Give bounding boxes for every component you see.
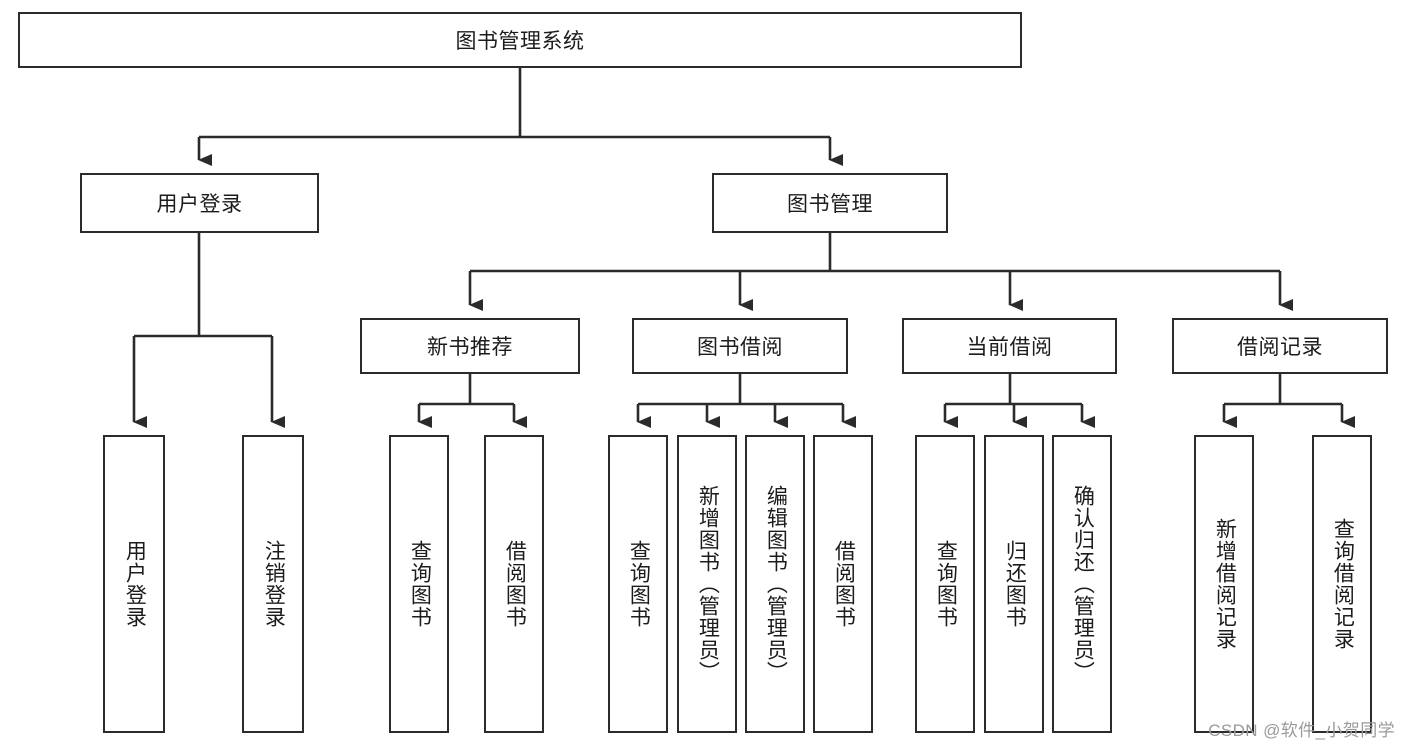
node-leaf-borrow-book-2-label: 借阅图书 xyxy=(832,540,856,628)
node-leaf-user-logout[interactable]: 注销登录 xyxy=(242,435,304,733)
node-borrow-record[interactable]: 借阅记录 xyxy=(1172,318,1388,374)
node-user-login[interactable]: 用户登录 xyxy=(80,173,319,233)
node-leaf-add-book[interactable]: 新增图书（管理员） xyxy=(677,435,737,733)
node-new-book-recommend-label: 新书推荐 xyxy=(427,336,513,359)
node-leaf-user-login-label: 用户登录 xyxy=(123,540,147,628)
node-book-manage[interactable]: 图书管理 xyxy=(712,173,948,233)
node-leaf-add-record-label: 新增借阅记录 xyxy=(1213,518,1237,650)
node-book-borrow-label: 图书借阅 xyxy=(697,336,783,359)
csdn-watermark: CSDN @软件_小贺同学 xyxy=(1208,721,1395,740)
node-current-borrow-label: 当前借阅 xyxy=(966,336,1053,359)
node-leaf-edit-book[interactable]: 编辑图书（管理员） xyxy=(745,435,805,733)
node-leaf-edit-book-label: 编辑图书（管理员） xyxy=(764,485,788,683)
node-leaf-return-book[interactable]: 归还图书 xyxy=(984,435,1044,733)
node-leaf-user-login[interactable]: 用户登录 xyxy=(103,435,165,733)
node-leaf-query-book-2[interactable]: 查询图书 xyxy=(608,435,668,733)
node-book-borrow[interactable]: 图书借阅 xyxy=(632,318,848,374)
node-leaf-add-record[interactable]: 新增借阅记录 xyxy=(1194,435,1254,733)
node-leaf-return-book-label: 归还图书 xyxy=(1003,540,1027,628)
node-leaf-query-book-3[interactable]: 查询图书 xyxy=(915,435,975,733)
node-leaf-borrow-book-1-label: 借阅图书 xyxy=(503,540,527,628)
node-leaf-confirm-return-label: 确认归还（管理员） xyxy=(1071,485,1095,683)
node-root-label: 图书管理系统 xyxy=(455,30,585,53)
node-user-login-label: 用户登录 xyxy=(156,193,243,216)
node-leaf-confirm-return[interactable]: 确认归还（管理员） xyxy=(1052,435,1112,733)
node-leaf-borrow-book-1[interactable]: 借阅图书 xyxy=(484,435,544,733)
node-leaf-query-book-2-label: 查询图书 xyxy=(627,540,651,628)
node-book-manage-label: 图书管理 xyxy=(787,193,873,216)
node-leaf-query-book-1-label: 查询图书 xyxy=(408,540,432,628)
node-leaf-query-record[interactable]: 查询借阅记录 xyxy=(1312,435,1372,733)
node-root[interactable]: 图书管理系统 xyxy=(18,12,1022,68)
node-new-book-recommend[interactable]: 新书推荐 xyxy=(360,318,580,374)
node-leaf-query-book-1[interactable]: 查询图书 xyxy=(389,435,449,733)
node-leaf-query-book-3-label: 查询图书 xyxy=(934,540,958,628)
node-leaf-add-book-label: 新增图书（管理员） xyxy=(696,485,720,683)
node-leaf-borrow-book-2[interactable]: 借阅图书 xyxy=(813,435,873,733)
node-current-borrow[interactable]: 当前借阅 xyxy=(902,318,1117,374)
node-borrow-record-label: 借阅记录 xyxy=(1237,336,1323,359)
node-leaf-query-record-label: 查询借阅记录 xyxy=(1331,518,1355,650)
node-leaf-user-logout-label: 注销登录 xyxy=(262,540,286,628)
